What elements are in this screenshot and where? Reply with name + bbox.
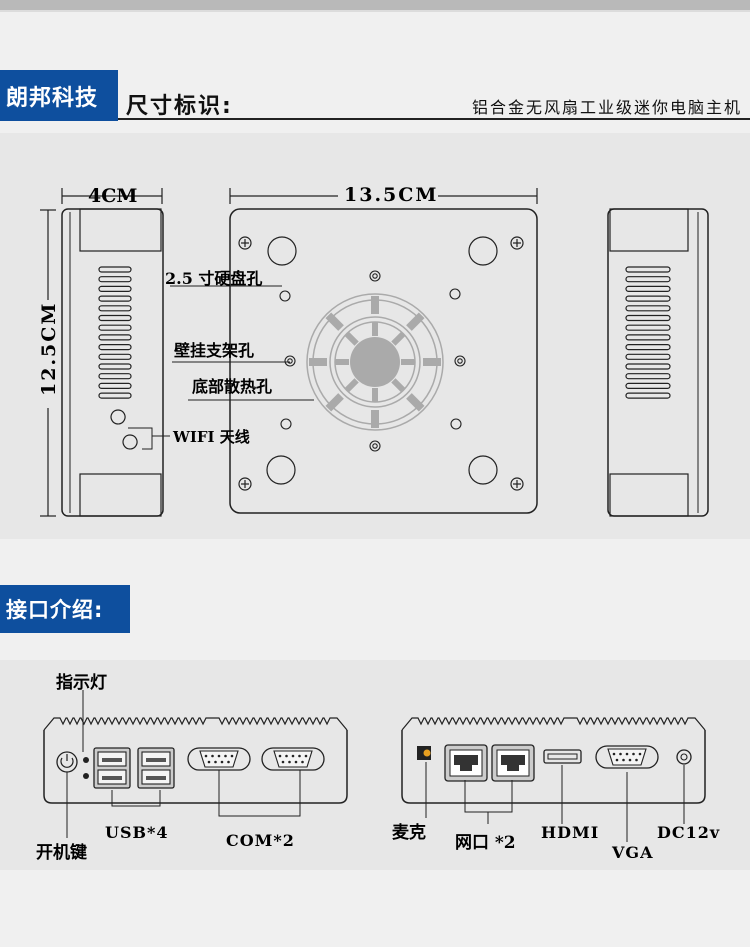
vent-holes-label: 底部散热孔 (192, 377, 272, 396)
front-panel (43, 690, 348, 838)
mount-hole-icon (284, 355, 296, 367)
rear-panel (401, 717, 706, 842)
power-label: 开机键 (36, 842, 87, 863)
vga-label: VGA (611, 843, 654, 862)
screw-icon (238, 477, 252, 491)
screw-icon (510, 236, 524, 250)
side-view-left (61, 208, 170, 517)
indicator-led-icon (83, 757, 89, 763)
com-port-icon (261, 747, 325, 771)
screw-icon (238, 236, 252, 250)
wifi-antenna-label: WIFI 天线 (172, 428, 250, 446)
mount-hole-icon (369, 440, 381, 452)
vga-port-icon (595, 745, 659, 769)
com-label: COM*2 (226, 831, 295, 850)
section-title-interfaces: 接口介绍: (0, 585, 130, 633)
depth-label: 4CM (88, 185, 137, 207)
hdmi-label: HDMI (541, 823, 599, 842)
hdd-hole-icon (449, 288, 461, 300)
hdmi-port-icon (543, 749, 582, 764)
bottom-view (170, 208, 538, 514)
top-bar (0, 0, 750, 10)
usb-label: USB*4 (105, 823, 169, 842)
section-title-dimensions: 尺寸标识: (126, 94, 233, 119)
mic-label: 麦克 (392, 822, 426, 843)
screw-icon (510, 477, 524, 491)
section-dimensions-header: 朗邦科技 尺寸标识: 铝合金无风扇工业级迷你电脑主机 (0, 70, 750, 124)
lan-label: 网口 *2 (455, 833, 516, 853)
hdd-hole-icon (280, 418, 292, 430)
header-rule (118, 118, 750, 120)
dc-jack-icon (676, 749, 692, 765)
brand-badge: 朗邦科技 (0, 70, 118, 121)
wall-mount-label: 壁挂支架孔 (174, 341, 254, 360)
product-tagline: 铝合金无风扇工业级迷你电脑主机 (471, 98, 742, 117)
width-label: 13.5CM (344, 184, 438, 206)
mount-hole-icon (454, 355, 466, 367)
indicator-label: 指示灯 (56, 672, 107, 693)
top-line (0, 10, 750, 12)
height-label: 12.5CM (38, 302, 60, 396)
hdd-holes-label: 2.5 寸硬盘孔 (165, 269, 262, 288)
hdd-hole-icon (279, 290, 291, 302)
dc-label: DC12v (657, 823, 720, 842)
mount-hole-icon (369, 270, 381, 282)
hdd-hole-icon (450, 418, 462, 430)
side-view-right (607, 208, 709, 517)
